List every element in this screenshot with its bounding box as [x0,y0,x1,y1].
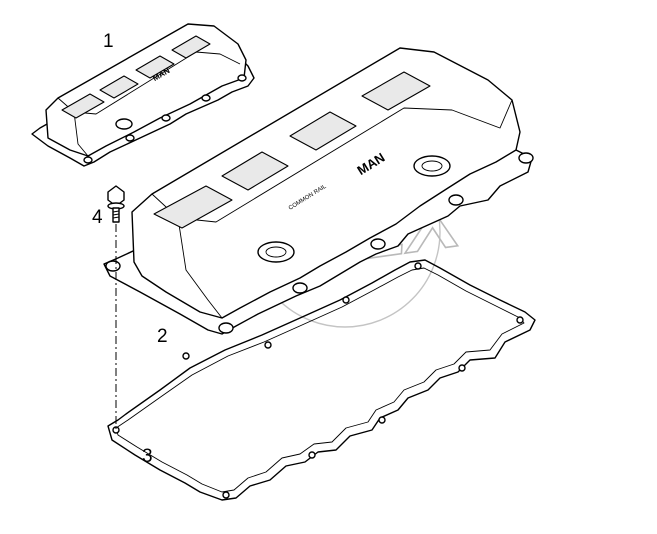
callout-2: 2 [157,326,168,347]
cover-pad-2 [221,151,289,191]
valve-cover-part-1: MAN [31,23,255,167]
oil-filler-opening [413,155,451,177]
bolt-part-4 [107,185,125,223]
cover-center-opening [257,241,295,263]
cover-pad-4 [361,71,431,111]
gasket-inner-edge [115,267,525,493]
cover-pad-3 [289,111,357,151]
valve-cover-part-2: MAN COMMON RAIL [103,47,534,335]
callout-4: 4 [92,207,103,228]
callout-1: 1 [103,31,114,52]
cover-pad-1 [153,185,233,229]
callout-3: 3 [142,446,153,467]
small-cover-body [45,23,247,157]
bolt-head [107,185,125,207]
gasket-part-3 [107,259,536,501]
